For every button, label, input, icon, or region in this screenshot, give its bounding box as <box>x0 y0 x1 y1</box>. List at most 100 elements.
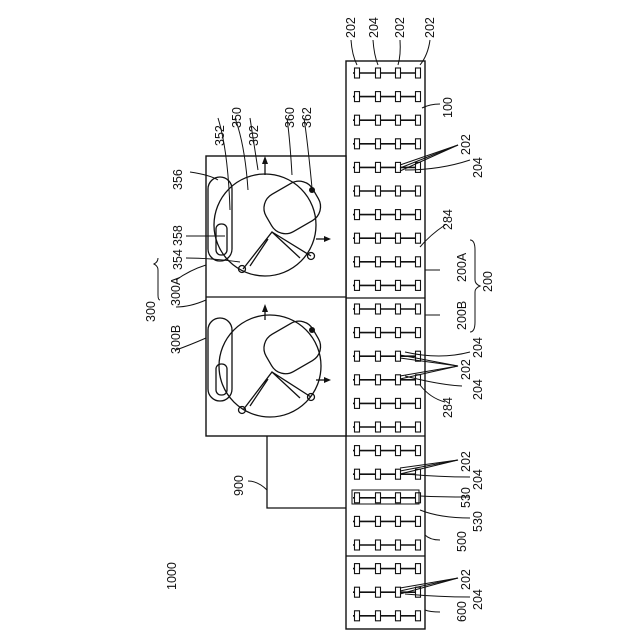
robot-b-hub <box>309 327 315 333</box>
label-530-b: 530 <box>471 511 485 532</box>
label-204-b: 204 <box>471 337 485 358</box>
slot-post <box>376 162 381 172</box>
label-col-1: 202 <box>344 17 358 38</box>
slot-post <box>396 564 401 574</box>
label-360: 360 <box>283 107 297 128</box>
label-1000: 1000 <box>165 562 179 590</box>
slot-post <box>355 469 360 479</box>
slot-post <box>355 257 360 267</box>
label-284-b: 284 <box>441 397 455 418</box>
slot-post <box>376 186 381 196</box>
slot-post <box>355 186 360 196</box>
slot-post <box>396 469 401 479</box>
slot-post <box>376 351 381 361</box>
slot-post <box>376 115 381 125</box>
slot-post <box>396 233 401 243</box>
slot-post <box>416 115 421 125</box>
slot-post <box>416 611 421 621</box>
slot-post <box>355 304 360 314</box>
slot-post <box>355 328 360 338</box>
slot-post <box>355 493 360 503</box>
slot-post <box>396 280 401 290</box>
slot-post <box>396 92 401 102</box>
slot-post <box>396 257 401 267</box>
label-col-3: 202 <box>393 17 407 38</box>
slot-post <box>416 564 421 574</box>
slot-post <box>376 139 381 149</box>
label-100: 100 <box>441 97 455 118</box>
slot-post <box>355 68 360 78</box>
slot-post <box>376 375 381 385</box>
label-202-a: 202 <box>459 134 473 155</box>
slot-post <box>416 92 421 102</box>
label-284-a: 284 <box>441 209 455 230</box>
slot-post <box>416 446 421 456</box>
slot-post <box>396 446 401 456</box>
slot-post <box>396 186 401 196</box>
label-204-d: 204 <box>471 469 485 490</box>
slot-post <box>416 398 421 408</box>
slot-post <box>355 162 360 172</box>
slot-post <box>355 139 360 149</box>
slot-post <box>416 280 421 290</box>
connector-900 <box>267 436 346 508</box>
slot-post <box>416 304 421 314</box>
slot-post <box>376 92 381 102</box>
slot-post <box>376 540 381 550</box>
slot-post <box>416 516 421 526</box>
slot-post <box>376 304 381 314</box>
slot-post <box>376 233 381 243</box>
label-600: 600 <box>455 601 469 622</box>
label-300B: 300B <box>169 325 183 354</box>
slot-post <box>355 92 360 102</box>
label-202-d: 202 <box>459 569 473 590</box>
label-202-c: 202 <box>459 451 473 472</box>
slot-post <box>376 446 381 456</box>
label-300A: 300A <box>169 276 183 306</box>
slot-post <box>376 587 381 597</box>
slot-post <box>396 587 401 597</box>
slot-post <box>396 328 401 338</box>
slot-post <box>355 516 360 526</box>
slot-post <box>396 493 401 503</box>
label-302: 302 <box>247 125 261 146</box>
label-350: 350 <box>230 107 244 128</box>
slot-post <box>355 564 360 574</box>
slot-post <box>376 611 381 621</box>
slot-post <box>396 398 401 408</box>
slot-post <box>355 540 360 550</box>
slot-post <box>376 257 381 267</box>
slot-post <box>376 469 381 479</box>
slot-post <box>396 210 401 220</box>
label-300: 300 <box>144 301 158 322</box>
label-202-b: 202 <box>459 359 473 380</box>
leader-900 <box>248 481 267 490</box>
slot-post <box>355 115 360 125</box>
slot-post <box>416 233 421 243</box>
slot-post <box>396 68 401 78</box>
rack-100 <box>346 61 425 629</box>
slot-post <box>396 375 401 385</box>
slot-post <box>355 611 360 621</box>
label-col-4: 202 <box>423 17 437 38</box>
slot-post <box>396 516 401 526</box>
slot-post <box>396 540 401 550</box>
label-200B: 200B <box>455 301 469 330</box>
slot-post <box>355 446 360 456</box>
label-530-a: 530 <box>459 487 473 508</box>
slot-post <box>355 280 360 290</box>
slot-post <box>376 564 381 574</box>
slot-post <box>416 257 421 267</box>
slot-post <box>376 516 381 526</box>
label-358: 358 <box>171 225 185 246</box>
slot-post <box>396 115 401 125</box>
slot-post <box>355 233 360 243</box>
label-204-c: 204 <box>471 379 485 400</box>
label-204-a: 204 <box>471 157 485 178</box>
slot-post <box>376 328 381 338</box>
slot-post <box>355 351 360 361</box>
slot-post <box>396 611 401 621</box>
slot-post <box>416 68 421 78</box>
module-300 <box>206 156 346 436</box>
label-362: 362 <box>300 107 314 128</box>
